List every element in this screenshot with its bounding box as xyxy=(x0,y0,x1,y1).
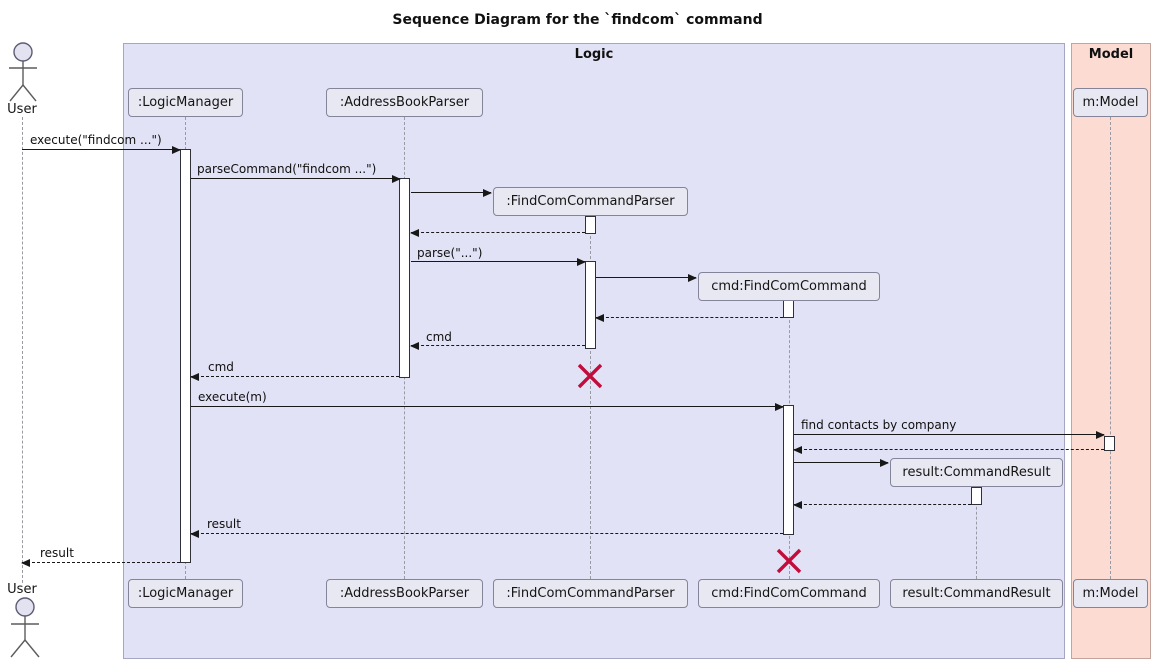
participant-label: :LogicManager xyxy=(137,586,234,601)
user-actor-icon xyxy=(2,41,46,103)
participant-label: :AddressBookParser xyxy=(339,95,470,110)
participant-label: :FindComCommandParser xyxy=(506,194,675,209)
participant-model-top: m:Model xyxy=(1073,88,1148,117)
arrowhead-icon xyxy=(1096,431,1105,439)
arrow-parse xyxy=(411,258,586,266)
message-label-find-contacts: find contacts by company xyxy=(801,418,957,432)
activation-findcom-command xyxy=(783,405,794,535)
user-actor-label-bottom: User xyxy=(7,582,37,597)
activation-findcom-command-parser-create xyxy=(585,216,596,234)
arrow-return-command-created xyxy=(595,314,783,322)
arrow-return-cmd-to-parser xyxy=(410,342,585,350)
participant-label: :FindComCommandParser xyxy=(506,586,675,601)
logic-frame: Logic xyxy=(123,43,1065,659)
arrowhead-icon xyxy=(688,274,697,282)
participant-logic-manager-bottom: :LogicManager xyxy=(128,579,243,608)
arrowhead-icon xyxy=(410,342,419,350)
activation-command-result xyxy=(971,487,982,505)
arrow-create-command-result xyxy=(794,459,889,467)
arrowhead-icon xyxy=(595,314,604,322)
message-label-result-1: result xyxy=(207,517,241,531)
user-actor-label-top: User xyxy=(7,102,37,117)
participant-findcom-command-parser-bottom: :FindComCommandParser xyxy=(493,579,688,608)
participant-address-book-parser-top: :AddressBookParser xyxy=(326,88,483,117)
arrow-execute-user xyxy=(22,146,181,154)
activation-findcom-command-parser xyxy=(585,261,596,349)
participant-logic-manager-top: :LogicManager xyxy=(128,88,243,117)
lifeline-model xyxy=(1110,117,1111,579)
arrow-return-from-model xyxy=(793,446,1104,454)
arrow-return-result-to-user xyxy=(21,559,180,567)
participant-findcom-command-bottom: cmd:FindComCommand xyxy=(698,579,880,608)
participant-command-result-bottom: result:CommandResult xyxy=(890,579,1063,608)
arrow-parse-command xyxy=(191,175,401,183)
arrowhead-icon xyxy=(190,373,199,381)
destroy-icon xyxy=(576,362,604,390)
lifeline-user xyxy=(22,117,23,583)
participant-label: result:CommandResult xyxy=(902,586,1051,601)
participant-model-bottom: m:Model xyxy=(1073,579,1148,608)
arrowhead-icon xyxy=(793,501,802,509)
arrowhead-icon xyxy=(483,189,492,197)
arrowhead-icon xyxy=(172,146,181,154)
lifeline-findcom-command-parser xyxy=(590,216,591,579)
participant-label: cmd:FindComCommand xyxy=(711,279,867,294)
participant-label: m:Model xyxy=(1082,95,1139,110)
arrow-return-cmd-to-manager xyxy=(190,373,399,381)
message-label-cmd-2: cmd xyxy=(208,360,234,374)
participant-label: :AddressBookParser xyxy=(339,586,470,601)
arrow-create-findcom-command-parser xyxy=(411,189,492,197)
arrowhead-icon xyxy=(21,559,30,567)
message-label-parse: parse("...") xyxy=(417,246,483,260)
arrowhead-icon xyxy=(793,446,802,454)
participant-command-result-created: result:CommandResult xyxy=(890,458,1063,487)
participant-findcom-command-created: cmd:FindComCommand xyxy=(698,272,880,301)
participant-findcom-command-parser-created: :FindComCommandParser xyxy=(493,187,688,216)
participant-address-book-parser-bottom: :AddressBookParser xyxy=(326,579,483,608)
participant-label: cmd:FindComCommand xyxy=(711,586,867,601)
user-actor-icon xyxy=(4,596,48,660)
arrow-create-findcom-command xyxy=(596,274,697,282)
arrowhead-icon xyxy=(577,258,586,266)
destroy-icon xyxy=(775,547,803,575)
message-label-parse-command: parseCommand("findcom ...") xyxy=(197,162,377,176)
activation-findcom-command-create xyxy=(783,300,794,318)
arrowhead-icon xyxy=(880,459,889,467)
diagram-title: Sequence Diagram for the `findcom` comma… xyxy=(392,12,763,28)
arrow-execute-m xyxy=(191,403,784,411)
arrowhead-icon xyxy=(190,530,199,538)
message-label-result-2: result xyxy=(40,546,74,560)
activation-address-book-parser xyxy=(399,178,410,378)
arrowhead-icon xyxy=(410,229,419,237)
activation-model xyxy=(1104,436,1115,451)
model-frame-label: Model xyxy=(1088,47,1134,62)
model-frame: Model xyxy=(1071,43,1151,659)
participant-label: :LogicManager xyxy=(137,95,234,110)
lifeline-command-result xyxy=(976,487,977,579)
arrowhead-icon xyxy=(775,403,784,411)
logic-frame-label: Logic xyxy=(574,47,614,62)
activation-logic-manager xyxy=(180,149,191,563)
arrow-find-contacts xyxy=(794,431,1105,439)
arrowhead-icon xyxy=(392,175,401,183)
message-label-execute-user: execute("findcom ...") xyxy=(30,133,162,147)
message-label-cmd-1: cmd xyxy=(426,330,452,344)
participant-label: m:Model xyxy=(1082,586,1139,601)
arrow-return-result-created xyxy=(793,501,971,509)
arrow-return-result-to-manager xyxy=(190,530,783,538)
arrow-return-parser-created xyxy=(410,229,585,237)
participant-label: result:CommandResult xyxy=(902,465,1051,480)
message-label-execute-m: execute(m) xyxy=(198,390,267,404)
